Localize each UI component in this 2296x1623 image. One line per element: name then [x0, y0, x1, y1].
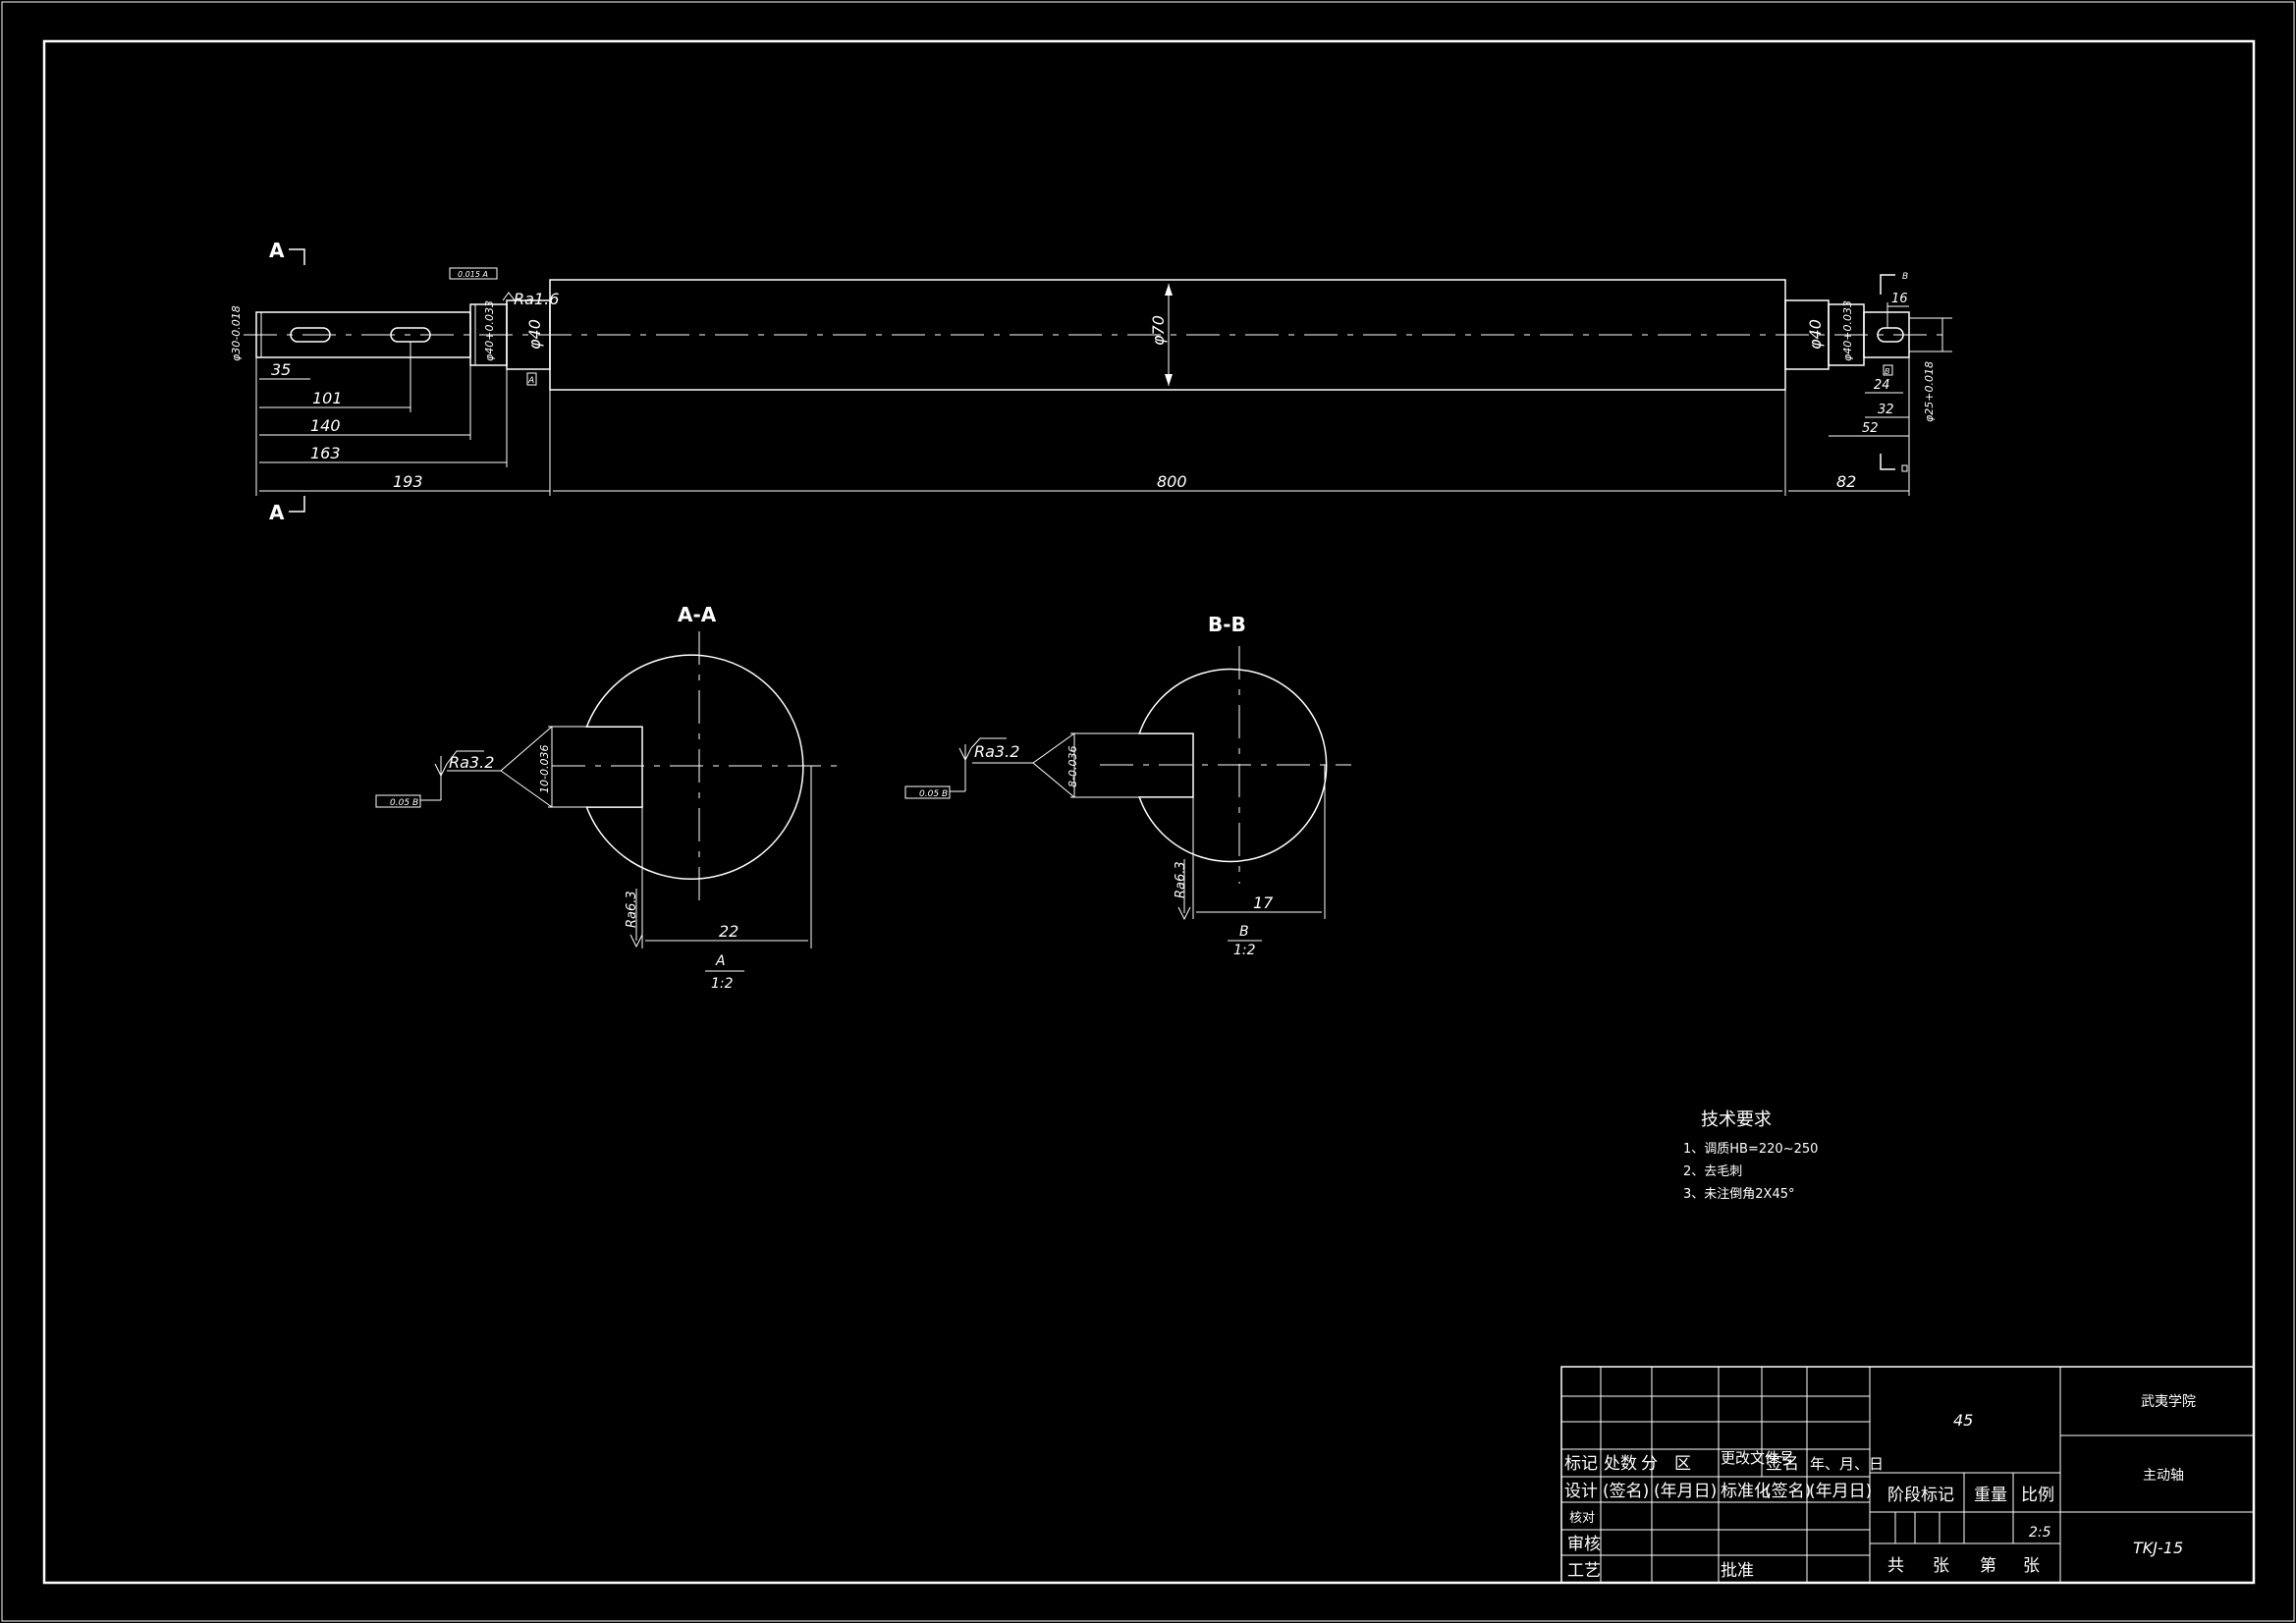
- tech-requirement-2: 2、去毛刺: [1683, 1164, 1742, 1179]
- tb-header-sign: 签名: [1766, 1454, 1799, 1474]
- dim-bearing-tol-right: φ40+0.033: [1841, 300, 1854, 361]
- section-bb-shape: [1138, 668, 1328, 863]
- aa-tolerance-datum: B: [412, 798, 418, 808]
- tb-header-count: 处数: [1604, 1454, 1637, 1474]
- aa-scale-label: A: [715, 953, 726, 969]
- tb-check: 核对: [1569, 1511, 1595, 1526]
- tb-sheet-total: 共: [1887, 1556, 1904, 1576]
- tb-header-date: 年、月、日: [1810, 1455, 1884, 1473]
- section-mark-a-top: A: [269, 239, 285, 262]
- dim-right-24: 24: [1874, 378, 1890, 393]
- dim-step-1: 140: [310, 416, 341, 435]
- tech-requirements-title: 技术要求: [1701, 1109, 1772, 1130]
- tb-weight-label: 重量: [1974, 1486, 2007, 1505]
- dim-key-2: 101: [312, 389, 343, 407]
- tolerance-frame: [449, 267, 498, 280]
- aa-roughness-edge: Ra6.3: [625, 891, 639, 928]
- aa-key-width: 10-0.036: [538, 745, 551, 793]
- tb-design: 设计: [1564, 1482, 1598, 1501]
- dim-right-52: 52: [1862, 421, 1879, 436]
- aa-tolerance-frame: [375, 794, 421, 808]
- dim-body-length: 800: [1157, 472, 1187, 491]
- dim-right-length: 82: [1836, 472, 1856, 491]
- drawing-frame: [42, 39, 2256, 1585]
- tb-scale: 2:5: [2029, 1525, 2051, 1541]
- dim-right-32: 32: [1878, 403, 1894, 417]
- dim-step-2: 163: [310, 444, 341, 462]
- roughness-top: Ra1.6: [514, 290, 559, 308]
- section-bb-title: B-B: [1208, 613, 1246, 636]
- tb-approve: 批准: [1721, 1561, 1754, 1581]
- tech-requirement-1: 1、调质HB=220~250: [1683, 1142, 1818, 1157]
- datum-left: A: [527, 376, 534, 386]
- right-keyway: [1877, 327, 1904, 343]
- dim-left-shaft: φ30-0.018: [230, 305, 243, 361]
- bb-roughness-edge: Ra6.3: [1174, 861, 1188, 898]
- dim-body-diameter: φ70: [1149, 315, 1168, 346]
- aa-depth: 22: [719, 922, 738, 941]
- tb-stage-label: 阶段标记: [1887, 1486, 1954, 1505]
- dim-bearing-right: φ40: [1806, 319, 1825, 350]
- tb-process: 工艺: [1567, 1561, 1601, 1581]
- right-journal: [1863, 311, 1910, 358]
- section-b-b: B-B 8-0.036 Ra3.2 0.05 B 17 Ra6.3 B 1:2: [904, 613, 1351, 958]
- datum-right: B: [1885, 367, 1890, 376]
- section-aa-shape: [585, 654, 804, 880]
- bb-depth: 17: [1253, 893, 1274, 912]
- tb-header-mark: 标记: [1564, 1454, 1598, 1474]
- tb-scale-label: 比例: [2021, 1486, 2054, 1505]
- dim-bearing-left: φ40: [525, 319, 544, 350]
- tb-header-zone: 分 区: [1641, 1454, 1691, 1474]
- section-a-a: A-A 10-0.036 Ra3.2 0.05 B 22 Ra6.3 A 1: [375, 603, 845, 992]
- right-dimension-lines: φ40 φ40+0.033 16 24 32 52 φ25+0.018 B B: [1806, 272, 1952, 472]
- aa-roughness-key: Ra3.2: [449, 753, 494, 772]
- tb-design-date: (年月日): [1654, 1482, 1717, 1501]
- tb-design-sign: (签名): [1603, 1482, 1649, 1501]
- datum-right-box: [1883, 364, 1893, 376]
- dim-right-shaft: φ25+0.018: [1923, 361, 1936, 422]
- tb-standard-date: (年月日): [1809, 1482, 1872, 1501]
- bb-tolerance-datum: B: [942, 789, 948, 799]
- datum-left-box: [526, 372, 537, 386]
- tb-header-file: 更改文件号: [1721, 1449, 1794, 1467]
- tb-school: 武夷学院: [2141, 1394, 2196, 1410]
- bb-tolerance: 0.05: [919, 789, 939, 799]
- section-mark-a-bottom: A: [269, 501, 285, 524]
- bb-tolerance-frame: [904, 785, 951, 799]
- bb-roughness-key: Ra3.2: [974, 742, 1019, 761]
- tech-requirements: 技术要求 1、调质HB=220~250 2、去毛刺 3、未注倒角2X45°: [1683, 1109, 1818, 1202]
- bb-scale-label: B: [1239, 924, 1249, 940]
- tb-part-name: 主动轴: [2143, 1468, 2184, 1484]
- dim-bearing-tol-left: φ40+0.033: [483, 300, 496, 361]
- section-mark-b: B: [1902, 272, 1908, 282]
- left-dimension-lines: 35 101 140 163 193: [255, 342, 551, 496]
- section-aa-title: A-A: [678, 603, 717, 626]
- dim-left-length: 193: [393, 472, 423, 491]
- tb-material: 45: [1953, 1411, 1973, 1430]
- shaft-main-view: φ70 φ40 φ40+0.033 φ30-0.018 Ra1.6 0.015 …: [230, 239, 1952, 524]
- dim-right-16: 16: [1891, 292, 1908, 306]
- tolerance-frame-text: 0.015 A: [458, 270, 488, 279]
- title-block: 标记 处数 分 区 更改文件号 签名 年、月、日 设计 (签名) (年月日) 标…: [1560, 1366, 2255, 1584]
- tb-sheet-unit1: 张: [1933, 1556, 1949, 1576]
- tb-standard: 标准化: [1721, 1482, 1771, 1501]
- tb-standard-sign: (签名): [1765, 1482, 1811, 1501]
- aa-tolerance: 0.05: [390, 798, 410, 808]
- tech-requirement-3: 3、未注倒角2X45°: [1683, 1187, 1795, 1202]
- aa-scale-value: 1:2: [711, 976, 734, 992]
- keyway-1: [290, 327, 331, 343]
- bb-scale-value: 1:2: [1233, 943, 1256, 958]
- tb-sheet-no: 第: [1980, 1556, 1996, 1576]
- tb-drawing-no: TKJ-15: [2133, 1539, 2183, 1557]
- tb-sheet-unit2: 张: [2023, 1556, 2040, 1576]
- tb-review: 审核: [1567, 1535, 1601, 1554]
- bb-key-width: 8-0.036: [1066, 746, 1079, 787]
- dim-key-1: 35: [271, 360, 291, 379]
